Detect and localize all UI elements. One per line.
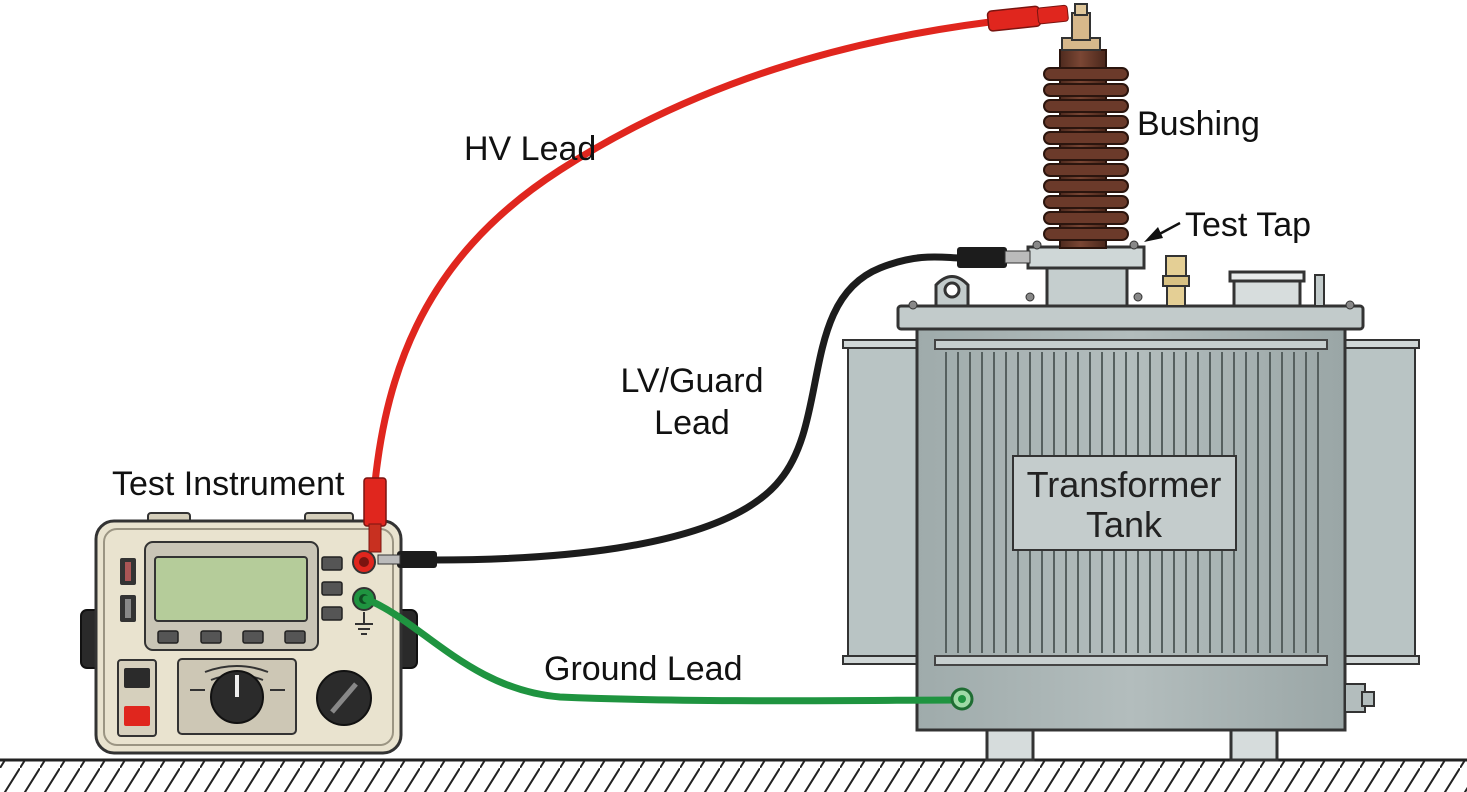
transformer: Transformer Tank	[842, 255, 1420, 762]
lcd-display	[154, 556, 308, 622]
tank-foot-right	[1229, 726, 1279, 762]
tank-label-box	[1012, 455, 1237, 551]
ground-lead	[362, 595, 974, 711]
lv-guard-lead	[377, 247, 1031, 568]
radiator-right	[1335, 339, 1420, 665]
softkey-2[interactable]	[200, 630, 222, 644]
bushing-shed	[1043, 131, 1129, 145]
bushing	[1026, 3, 1146, 308]
bushing-flange	[1026, 245, 1146, 270]
test-instrument	[80, 512, 418, 755]
hv-lead-clip	[986, 5, 1042, 32]
label-ground-lead: Ground Lead	[544, 650, 743, 688]
label-lv-guard-line2: Lead	[654, 404, 730, 442]
bushing-shed	[1043, 163, 1129, 177]
side-button-2[interactable]	[321, 581, 343, 596]
bushing-shed	[1043, 147, 1129, 161]
bushing-shed	[1043, 83, 1129, 97]
bushing-shed	[1043, 115, 1129, 129]
label-test-instrument: Test Instrument	[112, 465, 345, 503]
tank-lid	[896, 304, 1365, 331]
bushing-shed	[1043, 67, 1129, 81]
bushing-shed	[1043, 99, 1129, 113]
power-switch-icon[interactable]	[124, 668, 150, 688]
bushing-shed	[1043, 195, 1129, 209]
ground-floor	[0, 758, 1467, 792]
tank-foot-left	[985, 726, 1035, 762]
side-button-1[interactable]	[321, 556, 343, 571]
bushing-shed	[1043, 179, 1129, 193]
bushing-shed	[1043, 211, 1129, 225]
display-softkeys	[157, 630, 306, 644]
label-lv-guard-line1: LV/Guard	[620, 362, 763, 400]
stop-button[interactable]	[124, 706, 150, 726]
softkey-4[interactable]	[284, 630, 306, 644]
drain-valve	[1344, 683, 1375, 713]
ground-symbol-icon	[355, 612, 373, 635]
tank-label-line1: Transformer	[1027, 464, 1222, 505]
label-bushing: Bushing	[1137, 105, 1260, 143]
softkey-3[interactable]	[242, 630, 264, 644]
tank-label-line2: Tank	[1086, 504, 1163, 545]
bushing-sheds	[1043, 49, 1129, 249]
label-test-tap: Test Tap	[1185, 206, 1311, 244]
test-tap-fitting	[1162, 255, 1190, 307]
bushing-shed	[1043, 227, 1129, 241]
breather-cap	[1228, 270, 1306, 308]
lv-lead-clip	[957, 247, 1007, 268]
side-buttons	[321, 556, 343, 621]
softkey-1[interactable]	[157, 630, 179, 644]
label-hv-lead: HV Lead	[464, 130, 596, 168]
radiator-left	[842, 339, 926, 665]
hv-lead	[363, 4, 1069, 553]
test-tap-arrow	[1144, 221, 1181, 242]
side-button-3[interactable]	[321, 606, 343, 621]
